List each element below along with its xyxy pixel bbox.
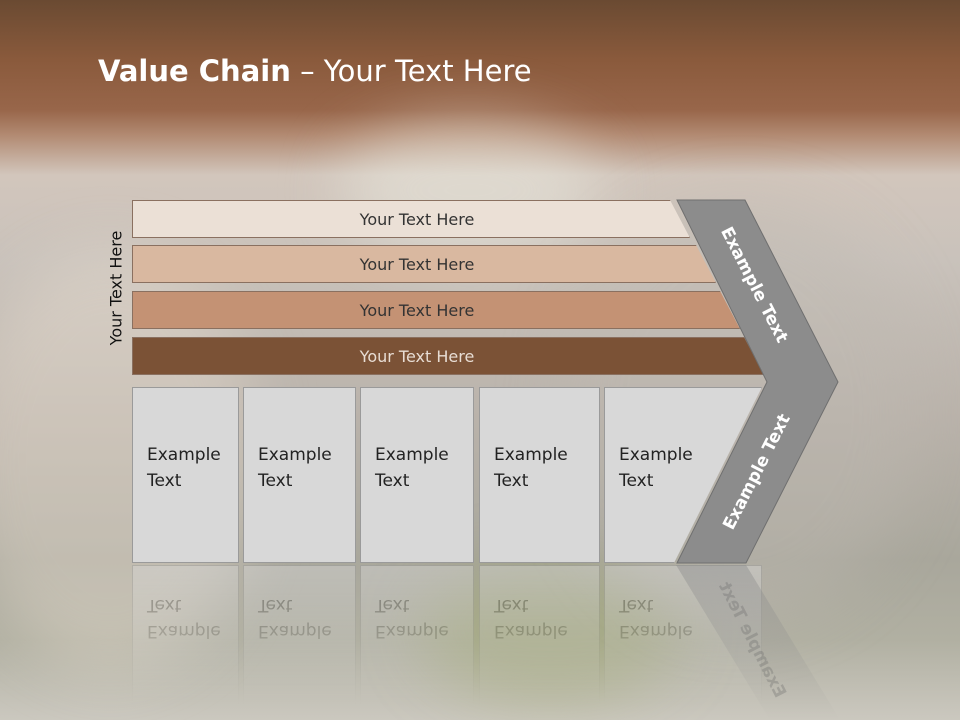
box-line1: Example [258,445,332,465]
title-bold: Value Chain [98,54,291,88]
box-line2: Text [147,471,182,491]
bar-1[interactable]: Your Text Here [132,200,690,238]
chevron-reflection [676,565,840,720]
bar-label: Your Text Here [359,346,475,366]
bar-3[interactable]: Your Text Here [132,291,740,329]
title-rest: – Your Text Here [290,54,532,88]
bar-4[interactable]: Your Text Here [132,337,764,375]
page-title[interactable]: Value Chain – Your Text Here [98,54,532,88]
box-line1: Example [494,445,568,465]
bar-label: Your Text Here [359,300,475,320]
box-line1: Example [147,445,221,465]
bar-2[interactable]: Your Text Here [132,245,716,283]
box-line2: Text [619,471,654,491]
box-line1: Example [619,445,693,465]
box-line1: Example [375,445,449,465]
bar-label: Your Text Here [359,254,475,274]
bar-label: Your Text Here [359,209,475,229]
box-line2: Text [494,471,529,491]
box-line2: Text [375,471,410,491]
chevron-shape [676,199,839,564]
box-line2: Text [258,471,293,491]
